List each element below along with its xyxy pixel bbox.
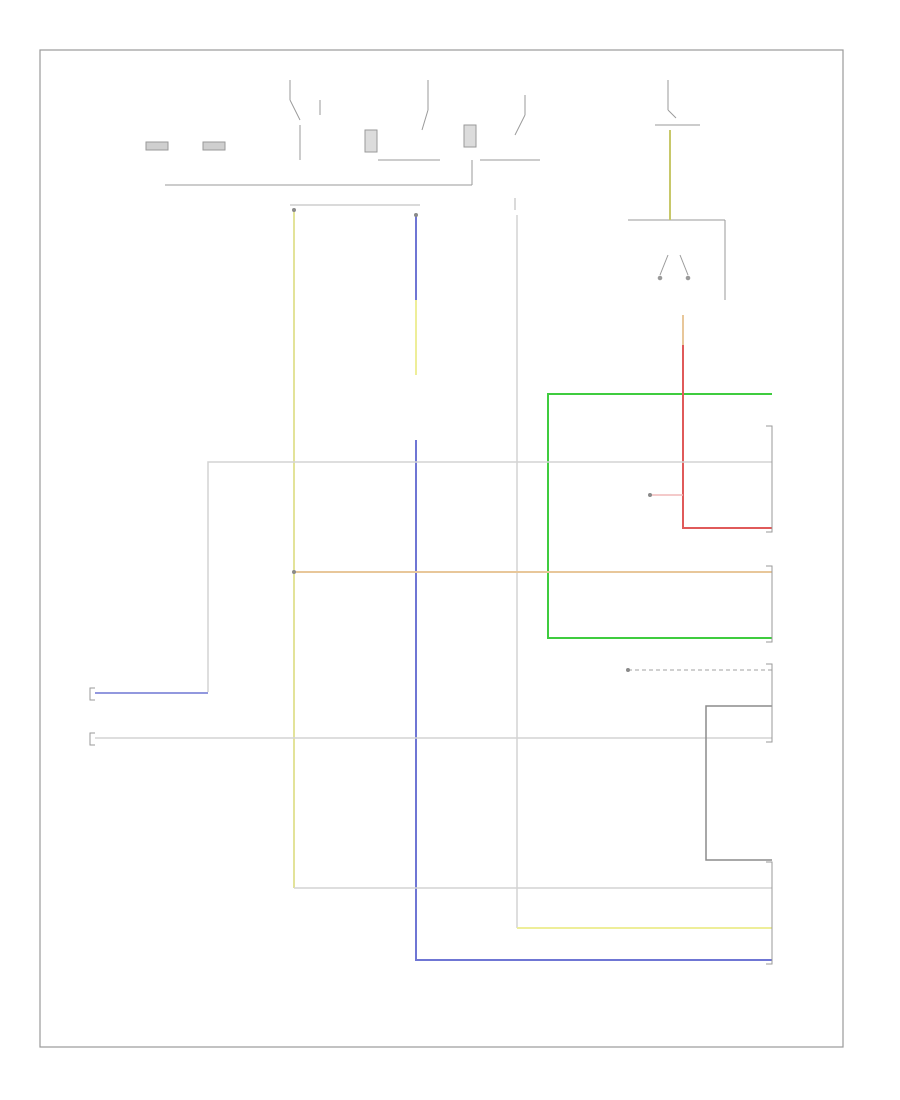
left-connector-bracket-2 bbox=[89, 732, 95, 746]
switch-contact-1 bbox=[657, 275, 663, 281]
switch-contact-2 bbox=[685, 275, 691, 281]
switch-2-blade bbox=[421, 109, 429, 131]
left-connector-bracket-1 bbox=[89, 687, 95, 701]
diagram-border bbox=[39, 49, 844, 1048]
switch-1-blade bbox=[289, 99, 301, 121]
relay-box-1 bbox=[364, 129, 378, 153]
connector-bracket-1 bbox=[766, 425, 773, 533]
connector-bracket-2 bbox=[766, 565, 773, 643]
connector-left-2 bbox=[202, 141, 226, 151]
right-switch-box bbox=[628, 219, 726, 300]
junction-dot-blue-top bbox=[414, 213, 418, 217]
junction-dots bbox=[292, 208, 652, 672]
connector-bracket-3 bbox=[766, 663, 773, 743]
wire-blue-long bbox=[415, 440, 772, 961]
junction-dot-yellow-top bbox=[292, 208, 296, 212]
relay-box-2 bbox=[463, 124, 477, 148]
wire-green-loop bbox=[547, 393, 772, 639]
right-connector-brackets bbox=[766, 425, 773, 965]
junction-dot-red-branch bbox=[648, 493, 652, 497]
left-connectors bbox=[89, 687, 95, 746]
switch-3-blade bbox=[514, 114, 526, 136]
connector-left-1 bbox=[145, 141, 169, 151]
connector-bracket-4 bbox=[766, 861, 773, 965]
top-switch-row bbox=[145, 80, 700, 186]
junction-dot-ground bbox=[626, 668, 630, 672]
wire-red bbox=[682, 345, 772, 529]
top-connector-ticks bbox=[290, 198, 516, 210]
junction-dot-orange bbox=[292, 570, 296, 574]
wire-dark-gray-loop bbox=[705, 705, 772, 861]
wire-gray-horizontal-upper bbox=[207, 461, 772, 692]
